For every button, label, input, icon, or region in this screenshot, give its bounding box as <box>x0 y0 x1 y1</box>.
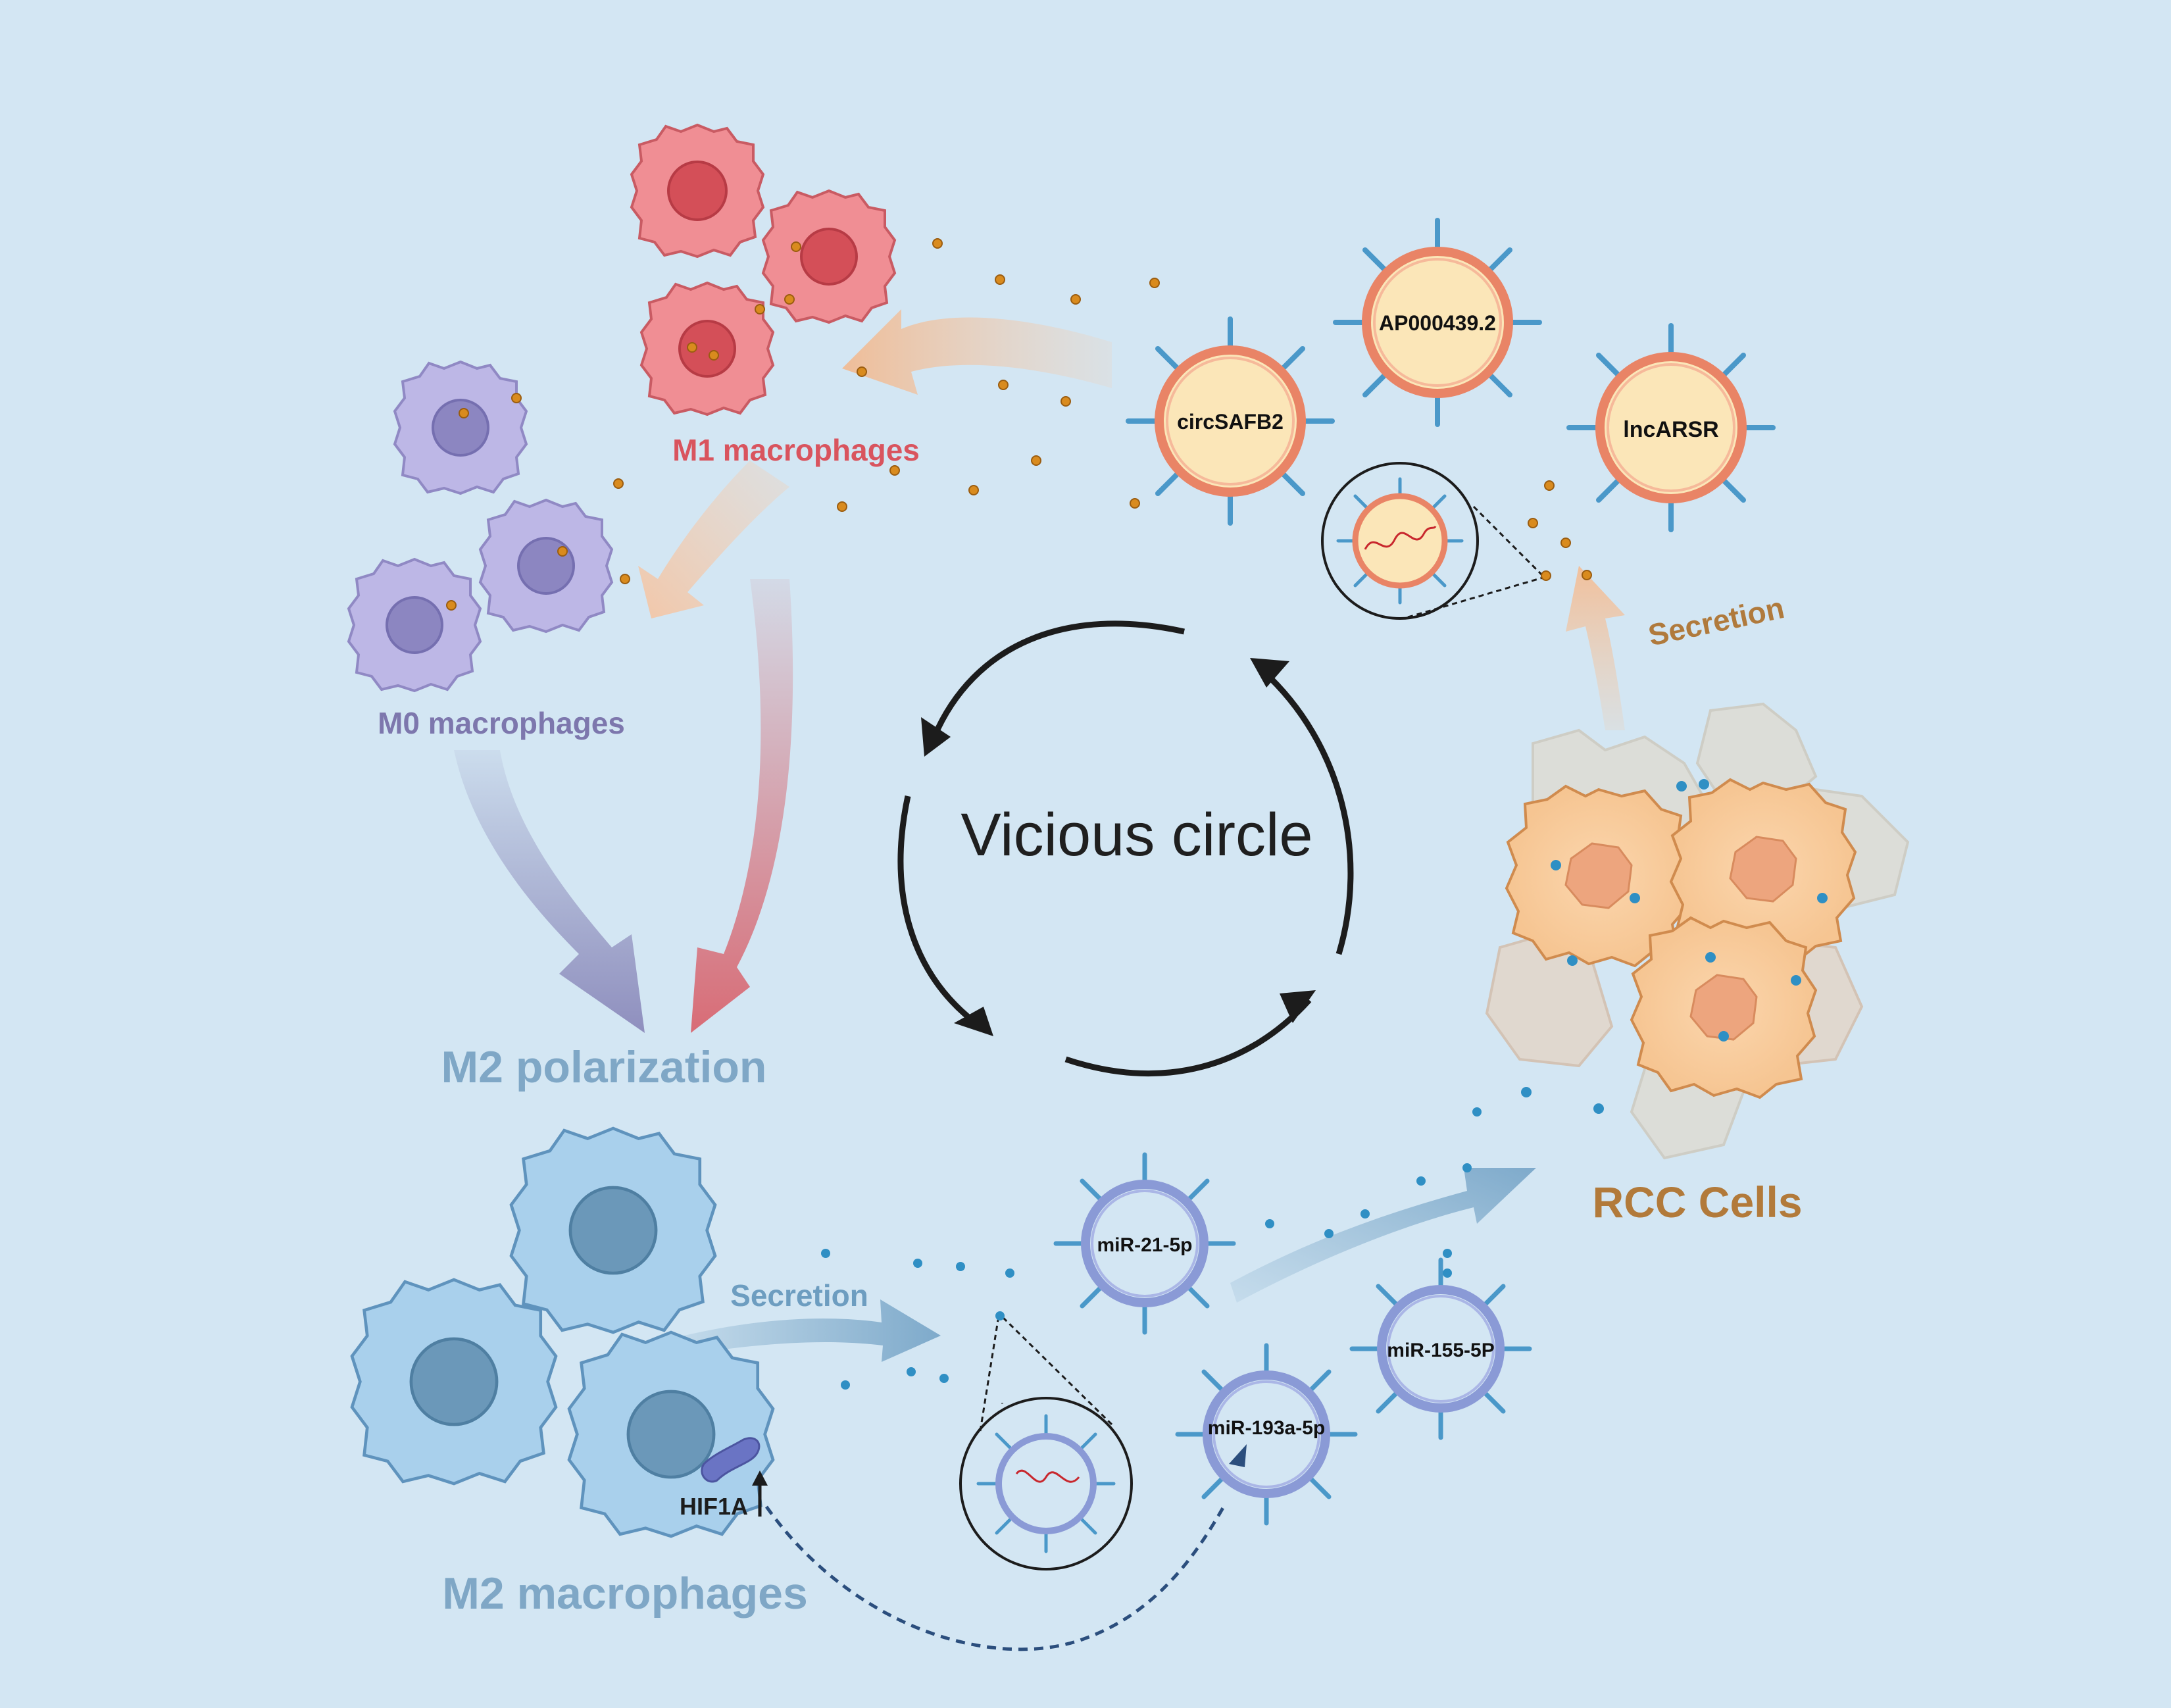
vicious-circle-label: Vicious circle <box>961 801 1312 868</box>
m2-macrophages-label: M2 macrophages <box>442 1569 808 1619</box>
exosome-label-lncarsr: lncARSR <box>1623 417 1718 442</box>
m1-cell <box>630 123 765 259</box>
exosome-label-mir155: miR-155-5P <box>1387 1340 1494 1361</box>
vicious-circle <box>897 620 1354 1077</box>
m0-macrophages-label: M0 macrophages <box>378 706 625 740</box>
arrow-rcc-secretion <box>1566 566 1625 730</box>
arrow-m2-secretion <box>684 1299 941 1362</box>
orange-dots <box>446 238 1592 611</box>
arrow-m1-to-m2 <box>691 579 793 1033</box>
arrow-rcc-to-m1 <box>842 309 1112 395</box>
hif1a-label: HIF1A <box>680 1493 748 1520</box>
m2-exosome <box>1053 1152 1236 1335</box>
m2-cell <box>350 1278 558 1486</box>
exosome-label-ap000439: AP000439.2 <box>1379 311 1496 335</box>
rcc-cell <box>1630 916 1818 1099</box>
rcc-exosome-zoom-inset <box>1321 462 1544 620</box>
rcc-exosome <box>1566 323 1776 532</box>
m2-exosome <box>1349 1257 1532 1440</box>
m1-macrophages-group <box>630 123 897 416</box>
exosome-label-circsafb2: circSAFB2 <box>1177 410 1284 434</box>
m2-cell <box>509 1126 717 1334</box>
m1-cell <box>639 281 775 416</box>
exosome-label-mir193a: miR-193a-5p <box>1208 1417 1325 1439</box>
m2-macrophages-group <box>350 1126 775 1538</box>
arrow-m0-to-m2 <box>454 750 645 1033</box>
rcc-cells-cluster <box>1485 702 1910 1160</box>
arrow-m1-to-m0 <box>638 461 789 618</box>
m2-polarization-label: M2 polarization <box>441 1042 767 1092</box>
blue-dots <box>821 1088 1531 1390</box>
hif1a-protein-icon <box>701 1437 761 1483</box>
m0-macrophages-group <box>347 360 614 693</box>
vicious-circle-arrowheads <box>921 658 1316 1036</box>
m1-cell <box>761 189 897 324</box>
m0-cell <box>347 557 482 693</box>
m0-cell <box>478 498 614 634</box>
rcc-exosome <box>1126 316 1335 526</box>
exosome-label-mir21: miR-21-5p <box>1097 1234 1192 1256</box>
rcc-exosome <box>1333 218 1542 427</box>
m2-cell <box>567 1330 775 1538</box>
m2-exosome-zoom-inset <box>959 1315 1133 1570</box>
rcc-secretion-label: Secretion <box>1645 590 1787 652</box>
m2-secretion-label: Secretion <box>730 1278 868 1313</box>
m0-cell <box>393 360 528 495</box>
arrow-to-rcc <box>1230 1168 1536 1303</box>
m1-macrophages-label: M1 macrophages <box>672 433 920 467</box>
mir193a-arrowhead <box>1229 1444 1247 1467</box>
rcc-cells-label: RCC Cells <box>1592 1178 1802 1226</box>
dashed-feedback-arrow <box>764 1505 1226 1651</box>
